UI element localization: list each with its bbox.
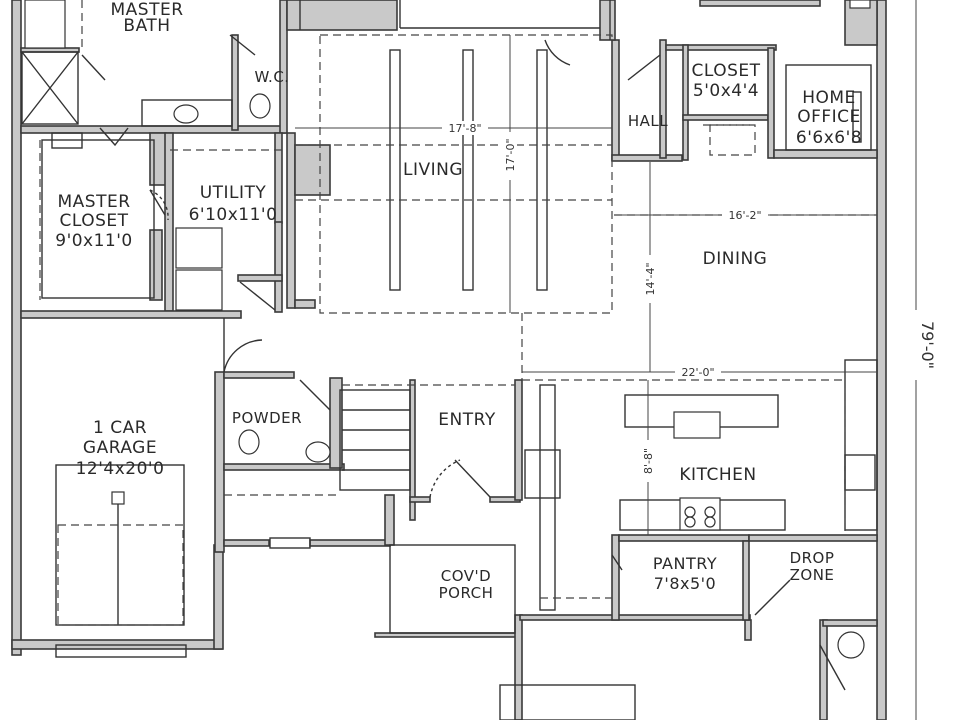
- hall-label: HALL: [628, 112, 668, 130]
- living-width-dim: 17'-8": [448, 122, 481, 135]
- kitchen-label: KITCHEN: [679, 465, 756, 485]
- dimension-labels: 17'-8" 17'-0" 16'-2" 14'-4" 22'-0" 8'-8"…: [442, 121, 937, 482]
- master-closet-label-2: CLOSET: [59, 211, 128, 231]
- closet-size: 5'0x4'4: [693, 81, 759, 101]
- powder-label: POWDER: [232, 409, 302, 427]
- drop-zone-label-1: DROP: [790, 549, 835, 567]
- utility-label: UTILITY: [200, 183, 267, 203]
- garage-label-1: 1 CAR: [93, 418, 147, 438]
- entry-label: ENTRY: [438, 410, 496, 430]
- pantry-label: PANTRY: [653, 554, 717, 573]
- garage-size: 12'4x20'0: [76, 459, 165, 479]
- closet-label: CLOSET: [691, 61, 760, 81]
- master-closet-label-1: MASTER: [57, 192, 130, 212]
- wc-label: W.C.: [254, 68, 289, 86]
- room-labels: MASTER BATH W.C. MASTER CLOSET 9'0x11'0 …: [55, 0, 862, 602]
- kitchen-depth-dim: 8'-8": [642, 448, 655, 474]
- doors: [81, 34, 846, 691]
- garage-label-2: GARAGE: [83, 438, 157, 458]
- master-bath-label-2: BATH: [123, 16, 170, 36]
- master-bath-label-1: MASTER: [110, 0, 183, 20]
- drop-zone-label-2: ZONE: [790, 566, 835, 584]
- utility-size: 6'10x11'0: [189, 205, 278, 225]
- dining-label: DINING: [703, 249, 768, 269]
- dining-width-dim: 16'-2": [728, 209, 761, 222]
- plan-lines: [21, 0, 878, 720]
- home-office-label-2: OFFICE: [797, 107, 861, 127]
- covd-porch-label-2: PORCH: [439, 584, 494, 602]
- living-depth-dim: 17'-0": [504, 138, 517, 171]
- home-office-size: 6'6x6'8: [796, 128, 862, 148]
- pantry-size: 7'8x5'0: [654, 574, 716, 593]
- dining-depth-dim: 14'-4": [644, 262, 657, 295]
- covd-porch-label-1: COV'D: [441, 567, 491, 585]
- interior-walls: [20, 0, 878, 627]
- exterior-walls: [11, 0, 887, 720]
- master-closet-size: 9'0x11'0: [55, 231, 133, 251]
- home-office-label-1: HOME: [802, 88, 856, 108]
- kitchen-width-dim: 22'-0": [681, 366, 714, 379]
- living-label: LIVING: [403, 160, 463, 180]
- overall-depth-dim: 79'-0": [918, 321, 937, 369]
